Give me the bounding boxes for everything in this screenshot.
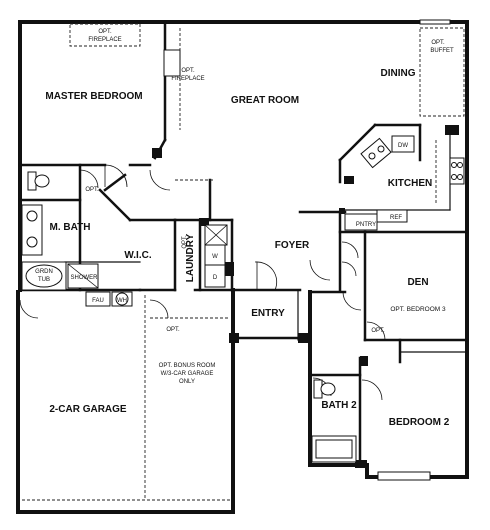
fau-icon: [85, 291, 111, 307]
garden-tub-icon: [25, 264, 63, 288]
cooktop-icon: [449, 157, 465, 185]
laundry-label: LAUNDRY: [185, 233, 196, 282]
opt-garage-label: OPT.: [166, 327, 180, 333]
den-label: DEN: [407, 277, 428, 288]
interior-walls: [18, 20, 469, 467]
bonus-room-label-3: ONLY: [179, 379, 195, 385]
dining-label: DINING: [381, 68, 416, 79]
opt-fireplace-great-label-1: OPT.: [181, 68, 195, 74]
window-icon: [377, 471, 431, 481]
opt-fireplace-great-label-2: FIREPLACE: [171, 76, 204, 82]
dw-label: DW: [398, 143, 408, 149]
opt-den-label: OPT.: [371, 328, 385, 334]
m-bath-label: M. BATH: [50, 222, 91, 233]
grdn-tub-label-1: GRDN: [35, 269, 53, 275]
bath-2-label: BATH 2: [321, 400, 357, 411]
ref-label: REF: [390, 215, 402, 221]
wh-label: WH: [117, 298, 127, 304]
kitchen-label: KITCHEN: [388, 178, 432, 189]
opt-fireplace-master-label-2: FIREPLACE: [88, 37, 121, 43]
bedroom-2-label: BEDROOM 2: [389, 417, 450, 428]
dryer-icon: [204, 264, 226, 288]
washer-label: W: [212, 254, 218, 260]
bonus-room-label-2: W/3-CAR GARAGE: [161, 371, 214, 377]
wic-label: W.I.C.: [124, 250, 151, 261]
opt-mbath-label: OPT.: [85, 187, 99, 193]
opt-buffet-label-2: BUFFET: [430, 48, 454, 54]
fau-label: FAU: [92, 298, 104, 304]
garage-label: 2-CAR GARAGE: [49, 404, 127, 415]
bonus-room-label-1: OPT. BONUS ROOM: [159, 363, 216, 369]
pillars: [152, 125, 459, 468]
opt-bedroom-3-label: OPT. BEDROOM 3: [390, 306, 446, 313]
entry-label: ENTRY: [251, 308, 285, 319]
optional-lines: [22, 23, 465, 501]
fixtures: [21, 19, 465, 481]
pntry-label: PNTRY: [356, 222, 376, 228]
fireplace-icon: [163, 49, 181, 77]
opt-laundry-label: OPT.: [182, 235, 188, 249]
kitchen-sink-icon: [360, 137, 392, 169]
opt-buffet-label-1: OPT.: [431, 40, 445, 46]
room-labels: OPT. FIREPLACE MASTER BEDROOM OPT. FIREP…: [35, 29, 454, 428]
refrigerator-icon: [376, 209, 408, 223]
master-bedroom-label: MASTER BEDROOM: [45, 91, 142, 102]
opt-fireplace-master-label-1: OPT.: [98, 29, 112, 35]
dryer-label: D: [213, 275, 218, 281]
foyer-label: FOYER: [275, 240, 310, 251]
grdn-tub-label-2: TUB: [38, 277, 50, 283]
dishwasher-icon: [391, 135, 415, 153]
shower-label: SHOWER: [71, 275, 99, 281]
great-room-label: GREAT ROOM: [231, 95, 299, 106]
water-heater-icon: [115, 292, 129, 306]
